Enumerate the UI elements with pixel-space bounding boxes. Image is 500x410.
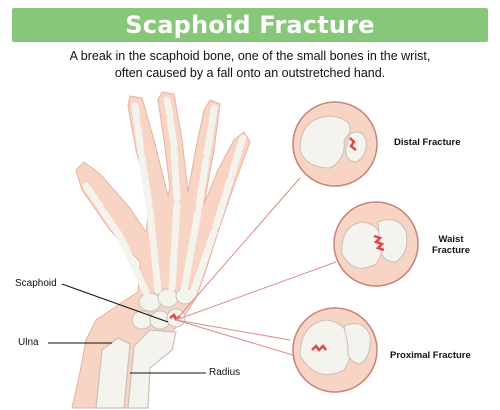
subtitle-line-2: often caused by a fall onto an outstretc… bbox=[114, 66, 386, 80]
distal-fracture-mark bbox=[349, 137, 357, 151]
waist-fracture-label-line-2: Fracture bbox=[432, 245, 471, 256]
proximal-fracture-mark bbox=[311, 344, 327, 352]
pointer-lines bbox=[175, 177, 337, 357]
waist-fracture-circle bbox=[333, 201, 419, 287]
waist-fracture-label-line-1: Waist bbox=[438, 234, 464, 245]
proximal-fracture-label: Proximal Fracture bbox=[390, 350, 471, 361]
distal-fracture-circle bbox=[292, 101, 378, 187]
waist-fracture-label: Waist Fracture bbox=[432, 234, 470, 256]
label-leaders bbox=[48, 283, 206, 374]
scaphoid-label: Scaphoid bbox=[15, 278, 57, 289]
ulna-label: Ulna bbox=[18, 337, 39, 348]
title-banner: Scaphoid Fracture bbox=[12, 8, 488, 42]
subtitle: A break in the scaphoid bone, one of the… bbox=[20, 48, 480, 82]
proximal-fracture-circle bbox=[292, 307, 378, 393]
finger-bones bbox=[82, 96, 247, 300]
subtitle-line-1: A break in the scaphoid bone, one of the… bbox=[69, 49, 431, 63]
hand-skin bbox=[71, 91, 251, 409]
forearm-bones bbox=[95, 329, 177, 409]
radius-label: Radius bbox=[209, 367, 241, 378]
page-title: Scaphoid Fracture bbox=[125, 11, 375, 39]
distal-fracture-label: Distal Fracture bbox=[394, 137, 461, 148]
carpal-bones bbox=[131, 287, 195, 330]
waist-fracture-mark bbox=[373, 234, 385, 252]
